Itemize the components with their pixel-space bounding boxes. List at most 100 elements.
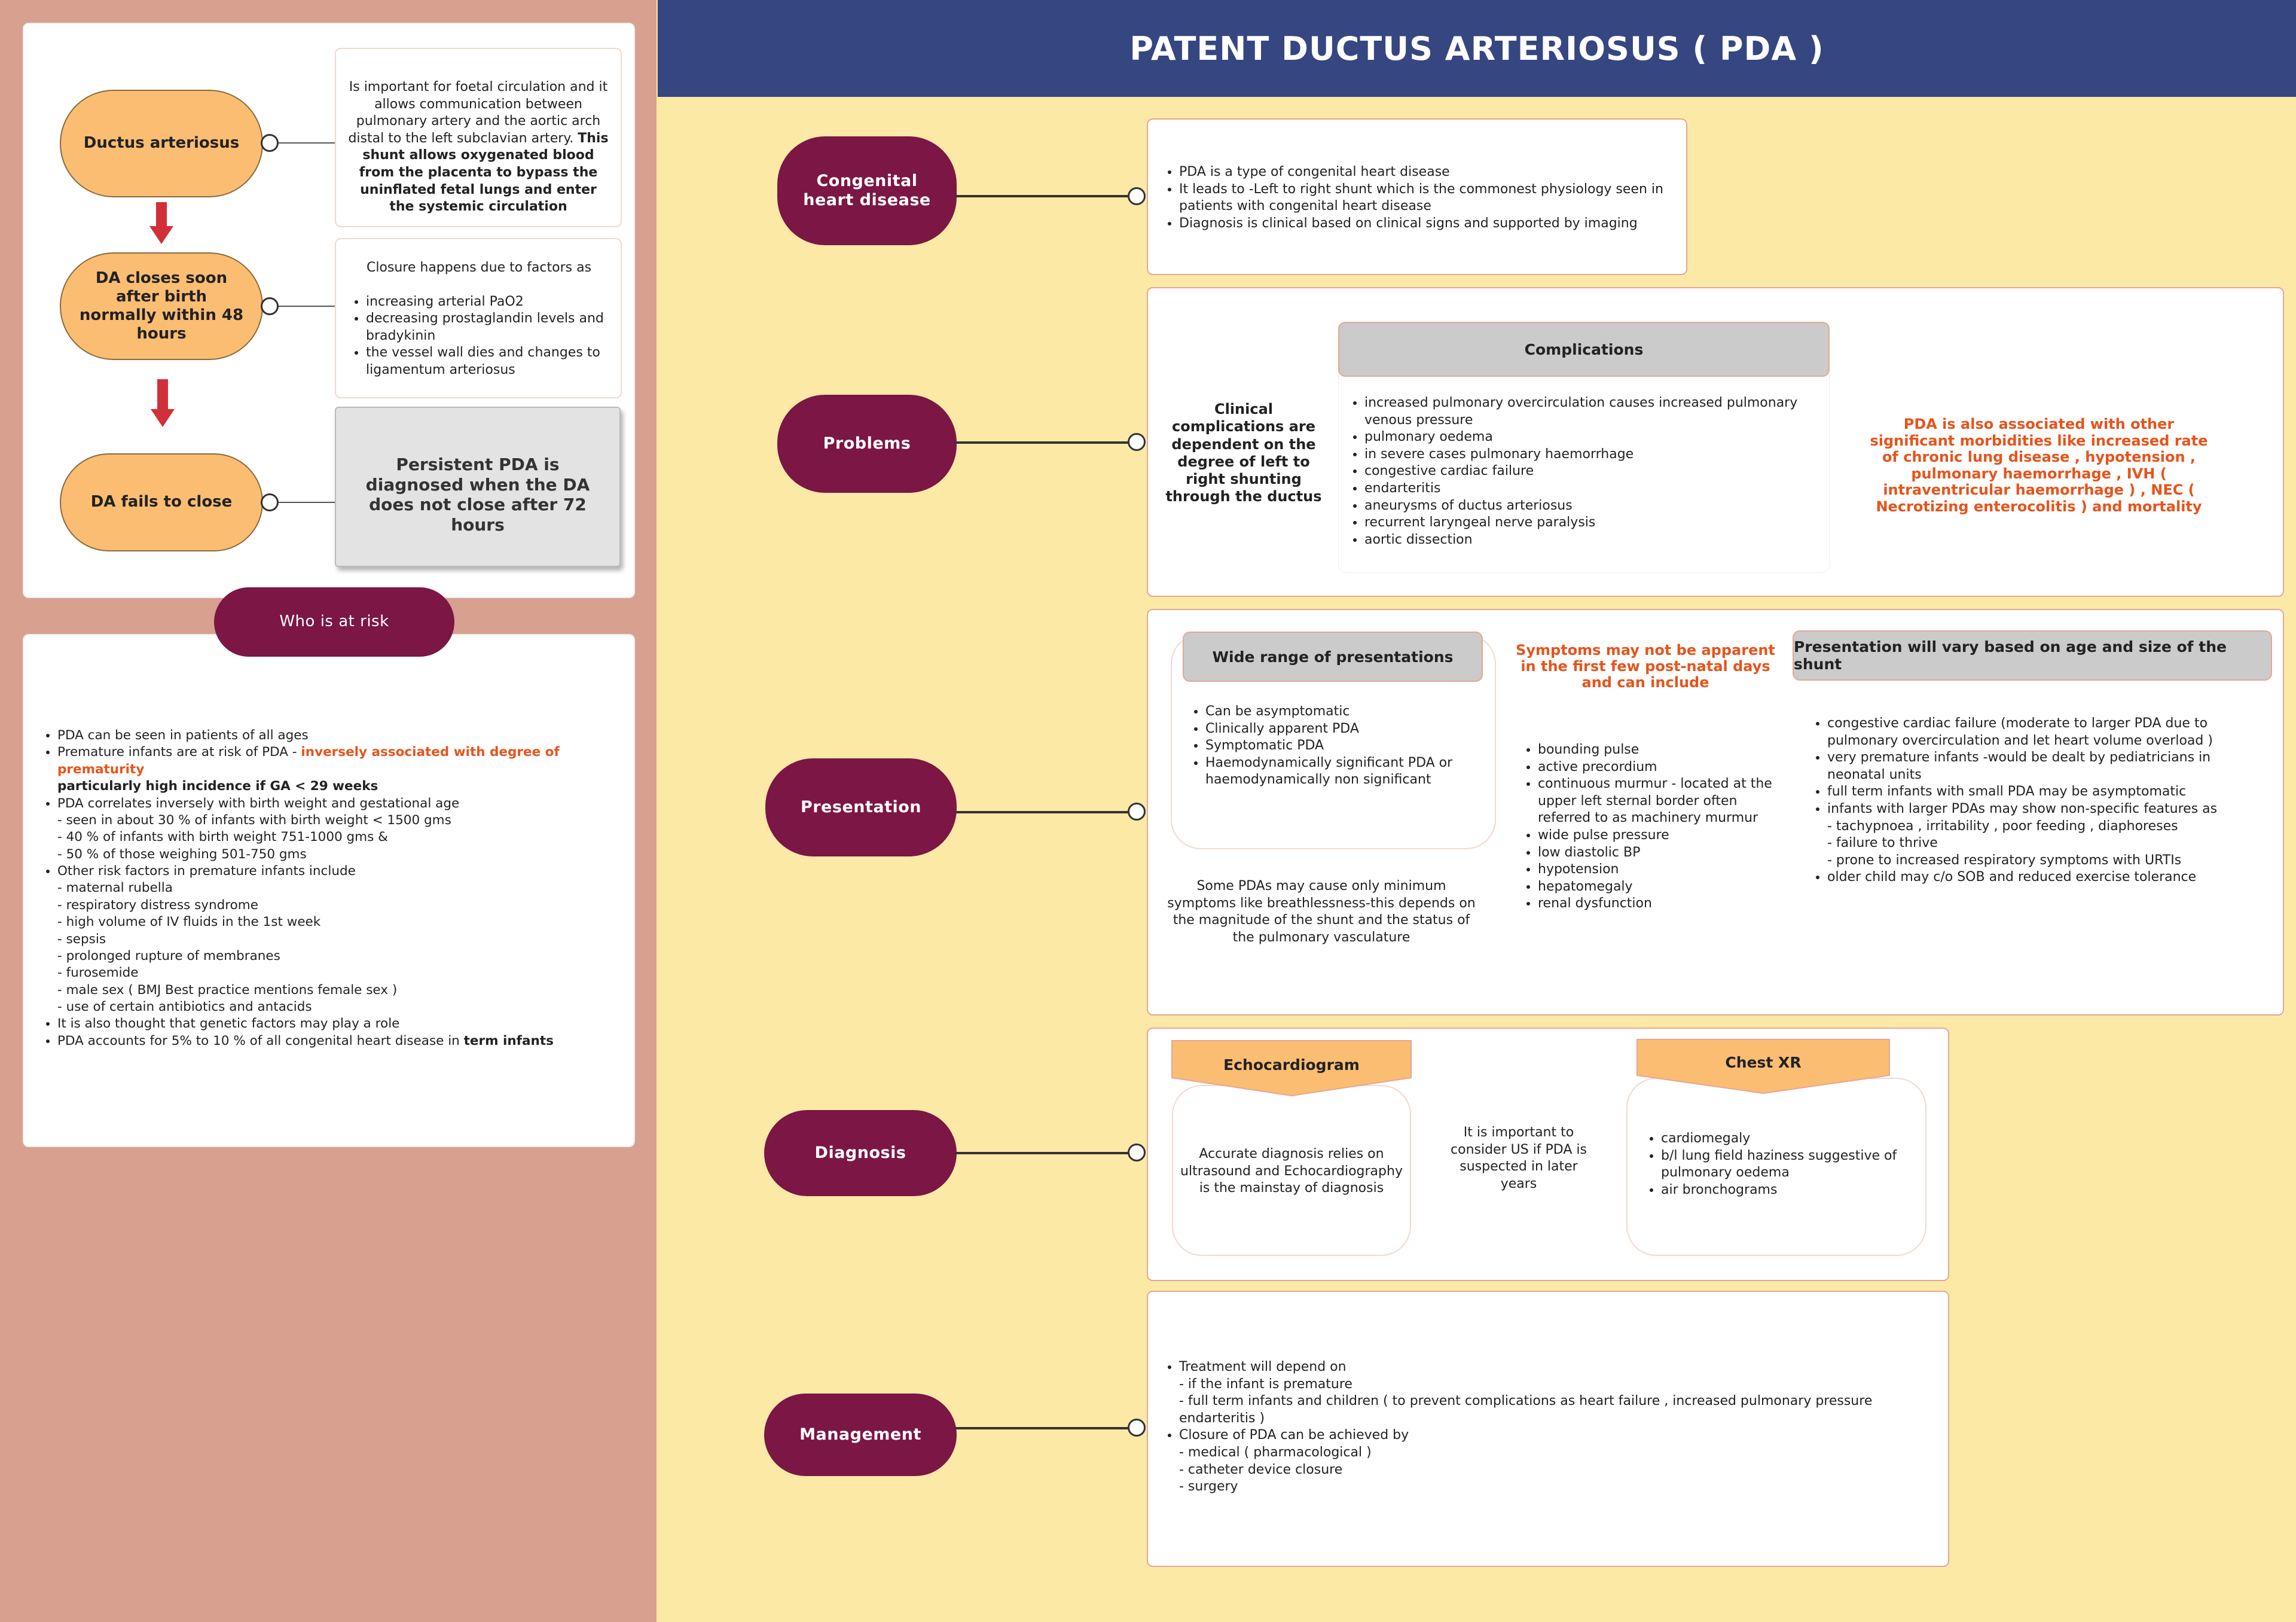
connector-line (279, 142, 336, 144)
down-arrow-icon (151, 379, 175, 427)
risk-item-bold: particularly high incidence if GA < 29 w… (57, 779, 378, 794)
cxr-item: air bronchograms (1661, 1182, 1917, 1199)
connector-node-icon (1128, 1144, 1146, 1161)
vary-subitem: - failure to thrive (1827, 836, 1938, 851)
symptom-item: low diastolic BP (1538, 844, 1782, 862)
risk-header: Who is at risk (214, 587, 454, 657)
connector-node-icon (1128, 803, 1146, 821)
risk-subitem: - sepsis (57, 931, 106, 947)
closure-factor: decreasing prostaglandin levels and brad… (366, 310, 611, 344)
cxr-item: cardiomegaly (1661, 1130, 1917, 1148)
symptom-item: hepatomegaly (1538, 879, 1782, 896)
symptom-item: renal dysfunction (1538, 895, 1782, 913)
topic-congenital-heart-disease: Congenital heart disease (777, 136, 957, 245)
connector-line (955, 1427, 1136, 1429)
flow-node-fails: DA fails to close (60, 453, 263, 551)
complication-item: pulmonary oedema (1364, 429, 1824, 446)
risk-item: PDA can be seen in patients of all ages (57, 727, 612, 744)
symptom-item: wide pulse pressure (1538, 827, 1782, 844)
risk-item: Other risk factors in premature infants … (57, 863, 612, 1016)
down-arrow-icon (149, 202, 173, 244)
wide-range-list: Can be asymptomatic Clinically apparent … (1186, 703, 1485, 789)
closure-factor: increasing arterial PaO2 (366, 294, 611, 311)
risk-item: PDA correlates inversely with birth weig… (57, 795, 612, 864)
closure-intro: Closure happens due to factors as (366, 260, 592, 275)
complication-item: congestive cardiac failure (1364, 463, 1824, 480)
risk-card (23, 634, 635, 1147)
risk-item: PDA accounts for 5% to 10 % of all conge… (57, 1033, 612, 1050)
vary-item: infants with larger PDAs may show non-sp… (1827, 801, 2268, 869)
flow-node-ductus: Ductus arteriosus (60, 90, 263, 197)
risk-item-text: PDA correlates inversely with birth weig… (57, 795, 460, 811)
management-subitem: - if the infant is premature (1179, 1376, 1352, 1392)
connector-line (279, 502, 336, 503)
cxr-item: b/l lung field haziness suggestive of pu… (1661, 1148, 1917, 1182)
clinical-note: Clinical complications are dependent on … (1165, 401, 1322, 505)
ductus-note-bold: This shunt allows oxygenated blood from … (359, 130, 609, 215)
symptom-item: hypotension (1538, 861, 1782, 879)
management-subitem: - surgery (1179, 1479, 1238, 1495)
closure-factor: the vessel wall dies and changes to liga… (366, 344, 611, 379)
connector-node-icon (1128, 187, 1146, 205)
management-item-text: Closure of PDA can be achieved by (1179, 1428, 1409, 1443)
risk-list: PDA can be seen in patients of all ages … (38, 727, 612, 1050)
symptom-item: continuous murmur - located at the upper… (1538, 776, 1782, 827)
wide-range-item: Symptomatic PDA (1205, 737, 1485, 755)
cxr-box (1626, 1078, 1926, 1256)
connector-line (955, 1152, 1136, 1154)
management-card: Treatment will depend on - if the infant… (1147, 1291, 1949, 1567)
connector-line (955, 441, 1136, 444)
connector-node-icon (261, 297, 279, 315)
management-item: Treatment will depend on - if the infant… (1179, 1359, 1936, 1427)
risk-subitem: - maternal rubella (57, 880, 173, 896)
risk-subitem: - furosemide (57, 965, 139, 981)
echo-tag-shape (1171, 1040, 1412, 1097)
us-note: It is important to consider US if PDA is… (1451, 1125, 1587, 1191)
complication-item: aneurysms of ductus arteriosus (1364, 498, 1824, 515)
ductus-note-text: Is important for foetal circulation and … (348, 80, 608, 146)
vary-item: older child may c/o SOB and reduced exer… (1827, 869, 2268, 886)
wide-range-item: Haemodynamically significant PDA or haem… (1205, 755, 1485, 789)
symptom-item: bounding pulse (1538, 742, 1782, 759)
vary-subitem: - tachypnoea , irritability , poor feedi… (1827, 818, 2178, 834)
topic-diagnosis: Diagnosis (764, 1110, 957, 1196)
symptoms-title: Symptoms may not be apparent in the firs… (1516, 642, 1775, 691)
vary-list: congestive cardiac failure (moderate to … (1808, 715, 2268, 886)
complication-item: endarteritis (1364, 480, 1824, 498)
cxr-list: cardiomegaly b/l lung field haziness sug… (1642, 1130, 1917, 1199)
connector-node-icon (1128, 433, 1146, 451)
complications-title: Complications (1338, 322, 1830, 377)
vary-item: full term infants with small PDA may be … (1827, 783, 2268, 801)
risk-subitem: - 50 % of those weighing 501-750 gms (57, 846, 307, 862)
risk-subitem: - seen in about 30 % of infants with bir… (57, 812, 451, 828)
connector-node-icon (261, 493, 279, 511)
management-item: Closure of PDA can be achieved by - medi… (1179, 1427, 1936, 1495)
symptom-item: active precordium (1538, 759, 1782, 776)
persistent-note: Persistent PDA is diagnosed when the DA … (335, 407, 621, 567)
page-title: PATENT DUCTUS ARTERIOSUS ( PDA ) (658, 0, 2296, 97)
risk-subitem: - use of certain antibiotics and antacid… (57, 999, 312, 1014)
chd-card: PDA is a type of congenital heart diseas… (1147, 118, 1687, 275)
connector-node-icon (1128, 1419, 1146, 1437)
risk-item-text: PDA accounts for 5% to 10 % of all conge… (57, 1033, 464, 1048)
risk-subitem: - high volume of IV fluids in the 1st we… (57, 914, 321, 930)
closure-note: Closure happens due to factors as increa… (335, 238, 622, 398)
risk-subitem: - respiratory distress syndrome (57, 897, 258, 913)
risk-item-highlight: inversely associated with degree of prem… (57, 745, 560, 777)
risk-item: Premature infants are at risk of PDA - i… (57, 744, 612, 795)
connector-line (955, 195, 1136, 197)
vary-item: very premature infants -would be dealt b… (1827, 749, 2268, 783)
risk-item-text: Other risk factors in premature infants … (57, 864, 356, 879)
connector-line (279, 306, 336, 307)
chd-item: It leads to -Left to right shunt which i… (1179, 181, 1674, 215)
vary-item-text: infants with larger PDAs may show non-sp… (1827, 801, 2218, 816)
complication-item: aortic dissection (1364, 532, 1824, 549)
management-item-text: Treatment will depend on (1179, 1359, 1347, 1374)
wide-range-item: Can be asymptomatic (1205, 703, 1485, 721)
management-subitem: - catheter device closure (1179, 1462, 1343, 1477)
echo-title: Echocardiogram (1223, 1056, 1360, 1074)
complication-item: recurrent laryngeal nerve paralysis (1364, 514, 1824, 532)
management-subitem: - medical ( pharmacological ) (1179, 1444, 1372, 1460)
flow-node-closes: DA closes soon after birth normally with… (60, 252, 263, 360)
vary-title: Presentation will vary based on age and … (1793, 630, 2272, 681)
